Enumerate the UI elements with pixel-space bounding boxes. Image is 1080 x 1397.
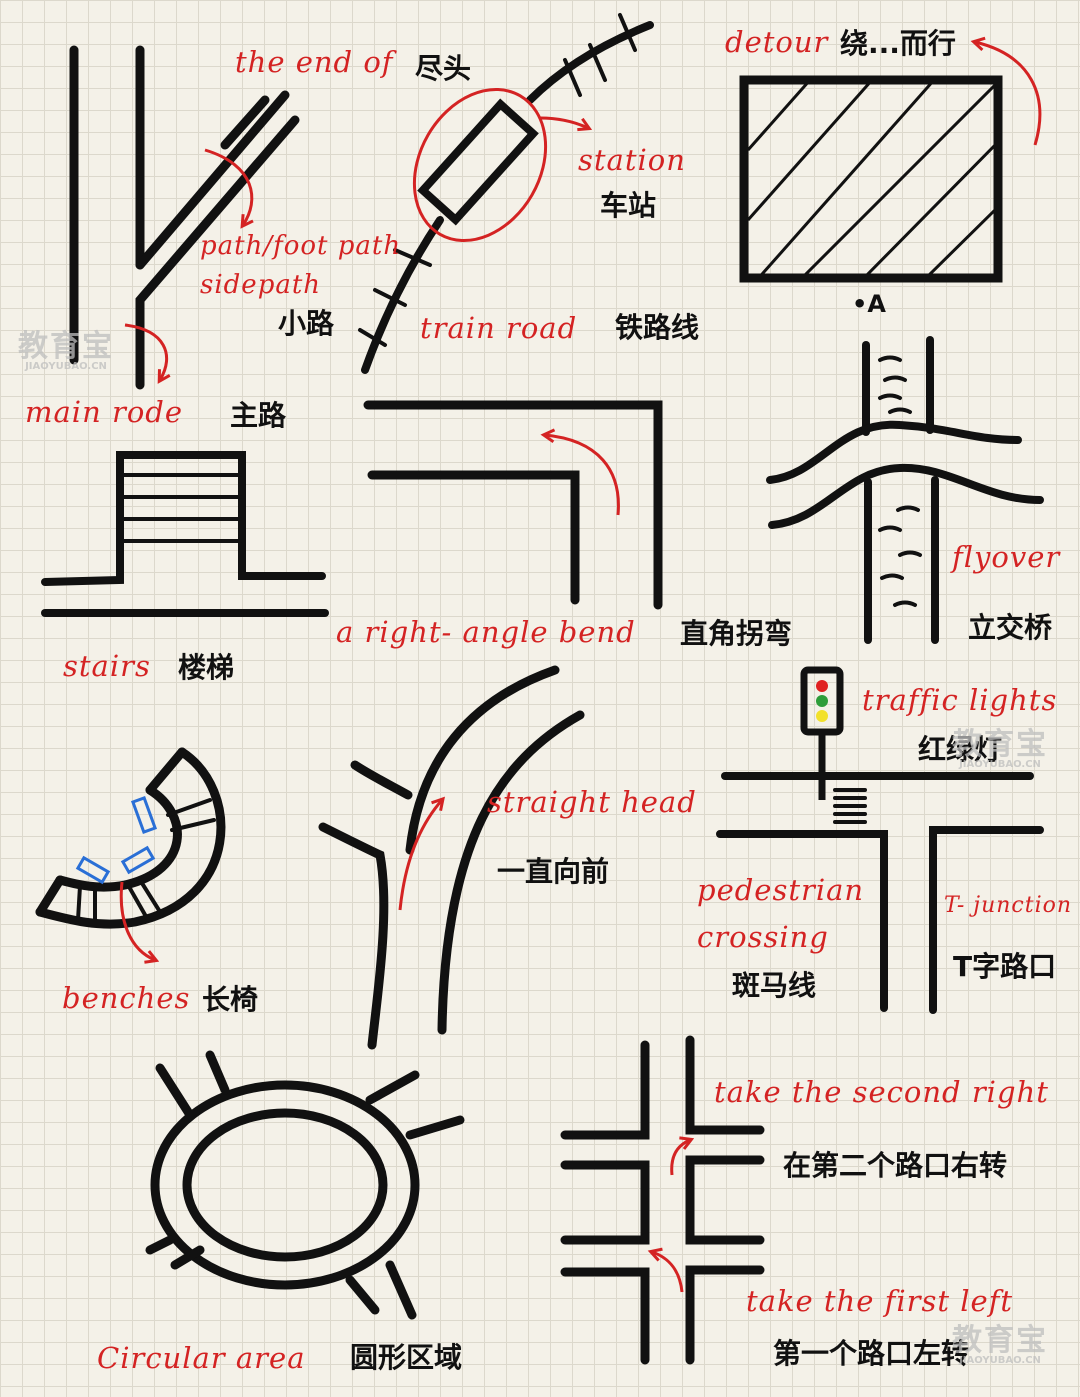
label-the-end-of-zh: 尽头 bbox=[415, 52, 472, 85]
label-first-left-en: take the first left bbox=[746, 1284, 1014, 1318]
label-second-right-en: take the second right bbox=[714, 1075, 1049, 1109]
label-train-road-en: train road bbox=[420, 311, 578, 345]
arrow-straight-head bbox=[398, 796, 445, 911]
label-straight-head-zh: 一直向前 bbox=[497, 855, 610, 888]
label-t-junction-zh: T字路口 bbox=[953, 950, 1057, 983]
arrow-the-end-of bbox=[204, 148, 254, 229]
label-stairs-zh: 楼梯 bbox=[178, 651, 235, 684]
arrow-station bbox=[539, 116, 593, 132]
bend-inner bbox=[367, 470, 580, 605]
flyover-deck-top bbox=[766, 420, 1022, 484]
label-detour-zh: 绕...而行 bbox=[840, 27, 956, 60]
bench-seats bbox=[75, 795, 158, 885]
label-station-zh: 车站 bbox=[600, 189, 657, 222]
path-footpath-illustration bbox=[69, 45, 300, 390]
path-end-stub bbox=[220, 95, 270, 150]
path-branch-left-edge bbox=[135, 90, 290, 270]
rail-upper bbox=[526, 21, 654, 104]
label-point-a: •A bbox=[852, 290, 886, 318]
watermark-2: 教育宝 JIAOYUBAO.CN bbox=[952, 730, 1048, 770]
label-traffic-lights-en: traffic lights bbox=[862, 683, 1058, 717]
path-branch-right-edge bbox=[135, 115, 300, 390]
arrow-first-left bbox=[647, 1247, 684, 1293]
stairs-illustration bbox=[41, 451, 329, 617]
arrow-benches bbox=[119, 881, 160, 964]
straight-head-illustration bbox=[318, 665, 585, 1050]
watermark-3-text: 教育宝 bbox=[952, 1323, 1048, 1358]
stairs-outline bbox=[41, 451, 326, 586]
straight-right bbox=[437, 710, 585, 1035]
path-arrows bbox=[124, 148, 254, 384]
label-flyover-zh: 立交桥 bbox=[968, 611, 1053, 644]
label-train-road-zh: 铁路线 bbox=[615, 311, 700, 344]
label-path-zh: 小路 bbox=[278, 307, 335, 340]
bench-path-outer bbox=[35, 747, 226, 929]
watermark-1: 教育宝 JIAOYUBAO.CN bbox=[18, 332, 114, 372]
label-pedestrian-crossing-zh: 斑马线 bbox=[732, 969, 817, 1002]
watermark-2-sub: JIAOYUBAO.CN bbox=[959, 759, 1041, 770]
label-the-end-of-en: the end of bbox=[235, 45, 394, 79]
rail-lower bbox=[361, 216, 444, 374]
arrow-main-road bbox=[124, 323, 171, 384]
roundabout-inner bbox=[182, 1108, 388, 1262]
station-circle bbox=[412, 88, 548, 242]
label-first-left-zh: 第一个路口左转 bbox=[773, 1337, 970, 1370]
flyover-illustration bbox=[766, 336, 1044, 644]
station-block bbox=[417, 98, 539, 226]
watermark-3: 教育宝 JIAOYUBAO.CN bbox=[952, 1326, 1048, 1366]
label-path-en-1: path/foot path bbox=[200, 231, 402, 261]
label-pedestrian-crossing-en-2: crossing bbox=[697, 920, 829, 954]
arrow-detour bbox=[970, 36, 1042, 146]
label-circular-area-zh: 圆形区域 bbox=[350, 1341, 463, 1374]
arrow-second-right bbox=[670, 1136, 695, 1176]
circular-area-illustration bbox=[145, 1050, 465, 1320]
label-second-right-zh: 在第二个路口右转 bbox=[783, 1149, 1008, 1182]
label-circular-area-en: Circular area bbox=[97, 1341, 306, 1375]
watermark-3-sub: JIAOYUBAO.CN bbox=[959, 1355, 1041, 1366]
label-path-en-2: sidepath bbox=[200, 270, 322, 300]
label-detour-en: detour bbox=[725, 25, 829, 59]
crossroads-illustration bbox=[560, 1035, 765, 1365]
straight-left-upper bbox=[405, 665, 560, 855]
label-pedestrian-crossing-en-1: pedestrian bbox=[697, 873, 865, 907]
arrow-bend bbox=[540, 428, 620, 516]
flyover-deck-bottom bbox=[768, 463, 1044, 529]
label-straight-head-en: straight head bbox=[487, 785, 697, 819]
traffic-light bbox=[800, 666, 844, 800]
label-benches-en: benches bbox=[62, 981, 191, 1015]
bend-outer bbox=[363, 400, 663, 610]
label-station-en: station bbox=[578, 143, 686, 177]
label-right-angle-bend-en: a right- angle bend bbox=[336, 615, 636, 649]
bench-path-inner bbox=[55, 785, 182, 892]
label-main-road-zh: 主路 bbox=[230, 399, 287, 432]
right-angle-bend-illustration bbox=[363, 400, 663, 610]
benches-illustration bbox=[35, 747, 226, 929]
label-t-junction-en: T- junction bbox=[944, 893, 1073, 918]
roundabout-outer bbox=[150, 1080, 420, 1290]
watermark-1-sub: JIAOYUBAO.CN bbox=[25, 361, 107, 372]
detour-building bbox=[739, 75, 1003, 283]
label-main-road-en: main rode bbox=[25, 395, 184, 429]
straight-left-lower bbox=[318, 822, 389, 1050]
label-right-angle-bend-zh: 直角拐弯 bbox=[680, 617, 793, 650]
label-flyover-en: flyover bbox=[952, 540, 1061, 574]
watermark-2-text: 教育宝 bbox=[952, 727, 1048, 762]
label-benches-zh: 长椅 bbox=[202, 983, 259, 1016]
watermark-1-text: 教育宝 bbox=[18, 329, 114, 364]
pedestrian-crossing-stripes bbox=[833, 788, 867, 824]
label-traffic-lights-zh: 红绿灯 bbox=[918, 733, 1003, 766]
t-junction-illustration bbox=[716, 772, 1044, 1014]
train-road-illustration bbox=[358, 13, 654, 374]
label-stairs-en: stairs bbox=[63, 649, 151, 683]
